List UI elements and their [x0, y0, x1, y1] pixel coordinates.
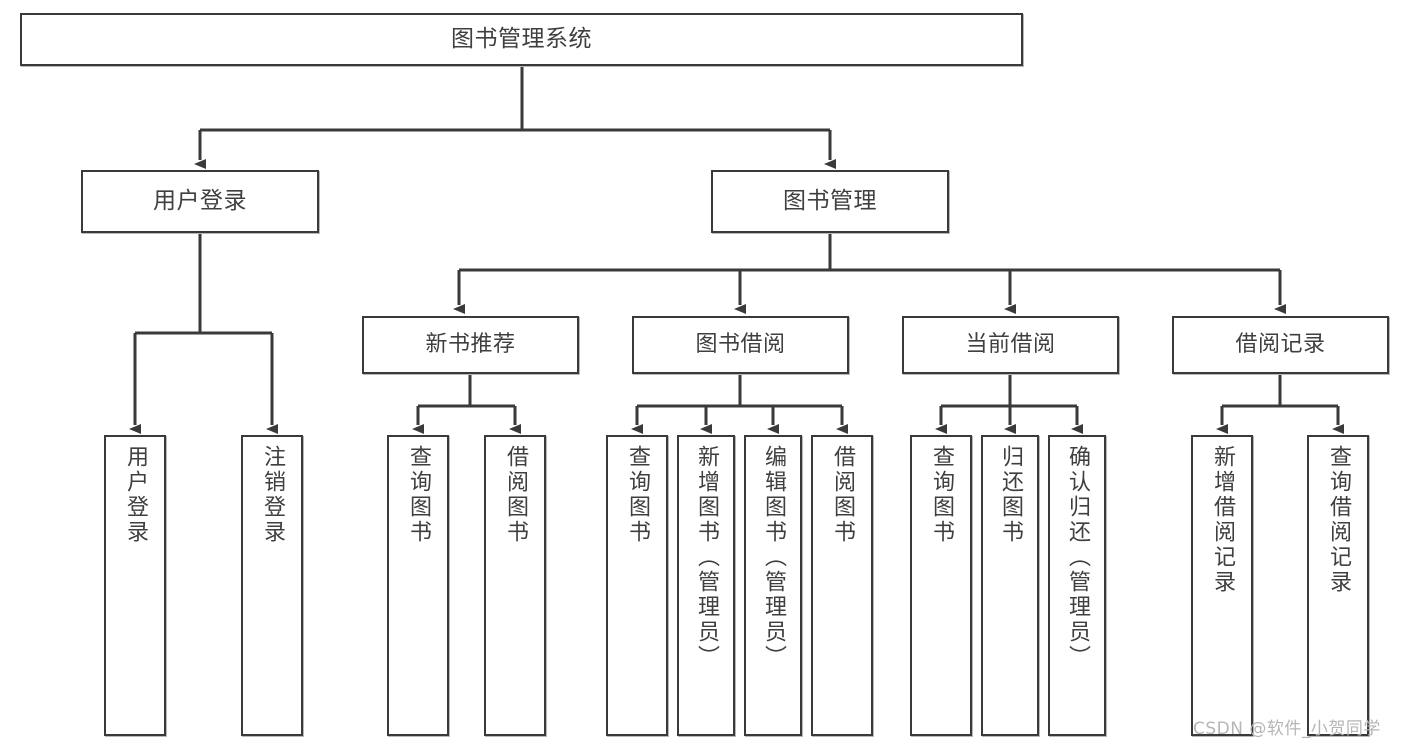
node-current-borrow-label: 当前借阅	[965, 332, 1056, 358]
node-leaf-book-borrow-query[interactable]: 查询图书	[606, 435, 668, 736]
node-leaf-new-book-query[interactable]: 查询图书	[387, 435, 449, 736]
node-leaf-book-borrow-borrow[interactable]: 借阅图书	[811, 435, 873, 736]
node-leaf-borrow-record-query[interactable]: 查询借阅记录	[1307, 435, 1369, 736]
node-leaf-current-borrow-return[interactable]: 归还图书	[981, 435, 1039, 736]
node-leaf-current-borrow-query-label: 查询图书	[929, 445, 954, 545]
node-leaf-user-login-signout[interactable]: 注销登录	[241, 435, 303, 736]
node-leaf-new-book-borrow-label: 借阅图书	[503, 445, 528, 545]
node-leaf-borrow-record-add[interactable]: 新增借阅记录	[1191, 435, 1253, 736]
node-user-login[interactable]: 用户登录	[81, 170, 319, 233]
node-leaf-current-borrow-return-label: 归还图书	[998, 445, 1023, 545]
node-leaf-book-borrow-edit-label: 编辑图书（管理员）	[761, 445, 786, 670]
node-book-borrow[interactable]: 图书借阅	[632, 316, 849, 374]
node-root-label: 图书管理系统	[451, 26, 592, 53]
node-current-borrow[interactable]: 当前借阅	[902, 316, 1119, 374]
node-new-book-recommend-label: 新书推荐	[425, 332, 516, 358]
node-leaf-current-borrow-query[interactable]: 查询图书	[910, 435, 972, 736]
node-leaf-user-login-signin[interactable]: 用户登录	[104, 435, 166, 736]
node-leaf-book-borrow-edit[interactable]: 编辑图书（管理员）	[744, 435, 802, 736]
node-book-management[interactable]: 图书管理	[711, 170, 949, 233]
node-leaf-book-borrow-borrow-label: 借阅图书	[830, 445, 855, 545]
node-root-book-management-system[interactable]: 图书管理系统	[20, 13, 1023, 66]
node-leaf-book-borrow-add-label: 新增图书（管理员）	[694, 445, 719, 670]
node-user-login-label: 用户登录	[153, 188, 247, 215]
node-leaf-book-borrow-add[interactable]: 新增图书（管理员）	[677, 435, 735, 736]
node-new-book-recommend[interactable]: 新书推荐	[362, 316, 579, 374]
node-borrow-record-label: 借阅记录	[1235, 332, 1326, 358]
node-leaf-new-book-borrow[interactable]: 借阅图书	[484, 435, 546, 736]
node-borrow-record[interactable]: 借阅记录	[1172, 316, 1389, 374]
node-leaf-book-borrow-query-label: 查询图书	[625, 445, 650, 545]
node-leaf-current-borrow-confirm-return-label: 确认归还（管理员）	[1065, 445, 1090, 670]
node-leaf-user-login-signout-label: 注销登录	[260, 445, 285, 545]
node-leaf-borrow-record-add-label: 新增借阅记录	[1210, 445, 1235, 595]
node-book-borrow-label: 图书借阅	[695, 332, 786, 358]
node-leaf-new-book-query-label: 查询图书	[406, 445, 431, 545]
node-leaf-user-login-signin-label: 用户登录	[123, 445, 148, 545]
node-leaf-borrow-record-query-label: 查询借阅记录	[1326, 445, 1351, 595]
node-leaf-current-borrow-confirm-return[interactable]: 确认归还（管理员）	[1048, 435, 1106, 736]
node-book-management-label: 图书管理	[783, 188, 877, 215]
